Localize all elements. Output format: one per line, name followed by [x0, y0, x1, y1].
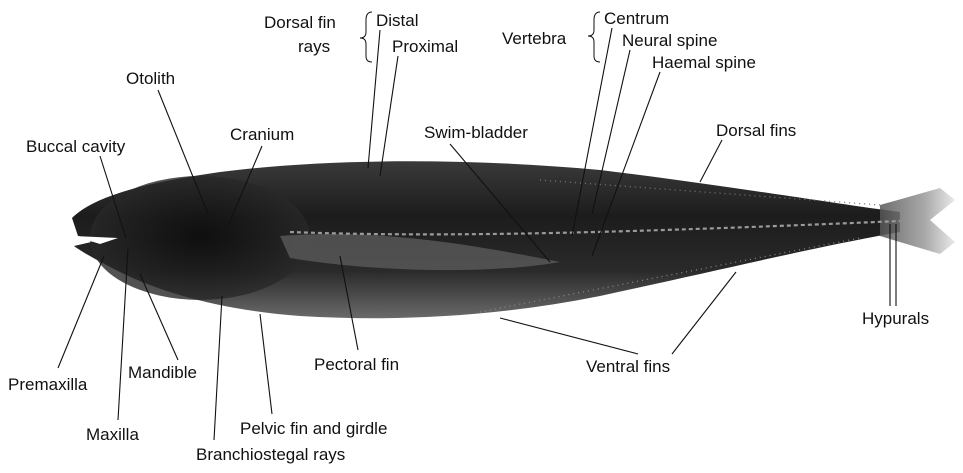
label-proximal: Proximal	[392, 37, 458, 56]
leader-pelvic-fin	[260, 314, 272, 414]
label-neural-spine: Neural spine	[622, 31, 717, 50]
label-distal: Distal	[376, 11, 419, 30]
label-dorsal-fin-rays-2: rays	[298, 37, 330, 56]
label-vertebra: Vertebra	[502, 29, 567, 48]
leader-ventral-fins-2	[672, 272, 736, 354]
label-pelvic-fin-and-girdle: Pelvic fin and girdle	[240, 419, 387, 438]
dorsal-fin-rays-brace	[360, 12, 372, 62]
label-premaxilla: Premaxilla	[8, 375, 88, 394]
leader-proximal	[380, 56, 398, 176]
leader-distal	[368, 30, 380, 168]
label-hypurals: Hypurals	[862, 309, 929, 328]
label-pectoral-fin: Pectoral fin	[314, 355, 399, 374]
leader-branchiostegal	[214, 296, 222, 440]
label-cranium: Cranium	[230, 125, 294, 144]
fish-body	[72, 161, 955, 318]
label-otolith: Otolith	[126, 69, 175, 88]
leader-premaxilla	[58, 256, 104, 368]
label-dorsal-fin-rays-1: Dorsal fin	[264, 13, 336, 32]
label-maxilla: Maxilla	[86, 425, 139, 444]
label-buccal-cavity: Buccal cavity	[26, 137, 126, 156]
label-dorsal-fins: Dorsal fins	[716, 121, 796, 140]
label-branchiostegal-rays: Branchiostegal rays	[196, 445, 345, 464]
leader-ventral-fins-1	[500, 318, 638, 354]
label-ventral-fins: Ventral fins	[586, 357, 670, 376]
label-mandible: Mandible	[128, 363, 197, 382]
label-swim-bladder: Swim-bladder	[424, 123, 528, 142]
leader-dorsal-fins	[700, 140, 722, 182]
label-haemal-spine: Haemal spine	[652, 53, 756, 72]
vertebra-brace	[588, 12, 600, 62]
label-centrum: Centrum	[604, 9, 669, 28]
